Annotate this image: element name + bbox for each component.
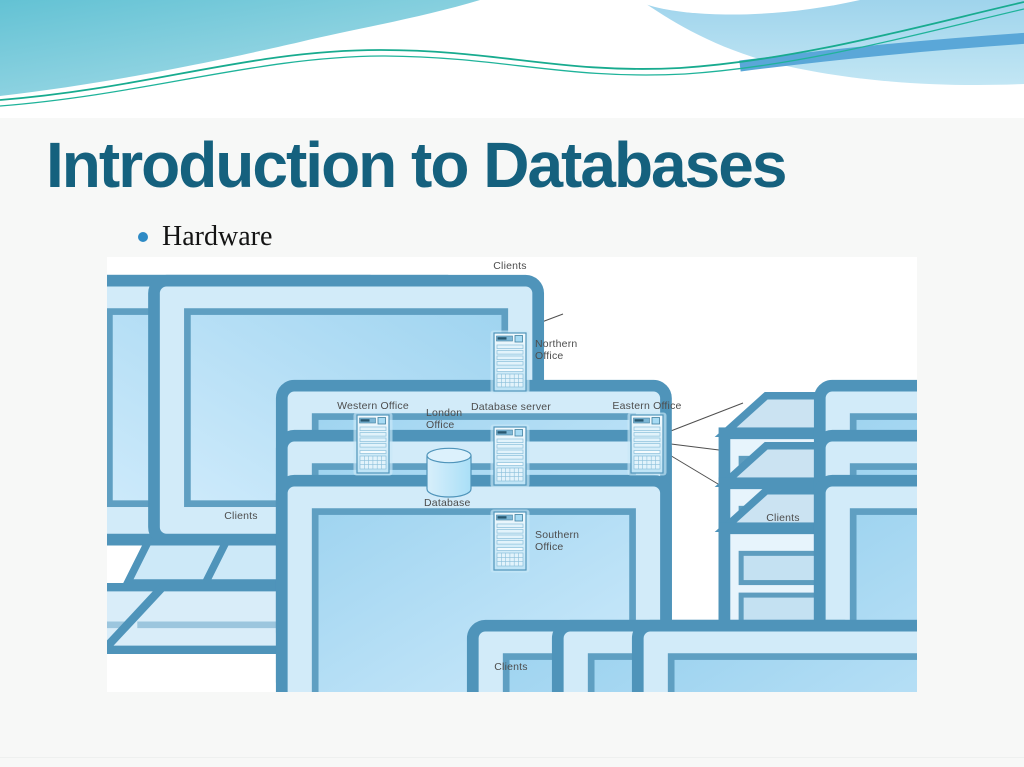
server-icon bbox=[490, 509, 530, 573]
western-office-node: Western Office bbox=[337, 400, 409, 476]
wave-teal-left bbox=[0, 0, 480, 96]
northern-office-label: Office bbox=[535, 350, 563, 362]
right-clients-cluster: Clients bbox=[766, 386, 917, 692]
database-server-label: Database server bbox=[471, 401, 551, 413]
wave-green-line-2 bbox=[0, 8, 1024, 107]
server-icon bbox=[490, 424, 530, 488]
database-cylinder-icon bbox=[426, 447, 472, 498]
southern-office-node: Southern Office bbox=[490, 509, 579, 573]
northern-office-node: Northern Office bbox=[490, 330, 577, 394]
wave-blue-right bbox=[640, 0, 1024, 86]
left-clients-cluster: Clients bbox=[224, 386, 900, 692]
london-office-node: Database server London Office Database bbox=[424, 401, 551, 509]
network-diagram: Clients Clients Clients Clients Northern… bbox=[107, 260, 917, 692]
server-icon bbox=[627, 412, 667, 476]
server-icon bbox=[490, 330, 530, 394]
wave-green-line-1 bbox=[0, 1, 1024, 101]
hardware-diagram-panel: Clients Clients Clients Clients Northern… bbox=[107, 257, 917, 692]
wave-white-wedge bbox=[630, 0, 860, 15]
western-office-label: Western Office bbox=[337, 400, 409, 412]
clients-left-label: Clients bbox=[224, 510, 258, 522]
london-office-label: Office bbox=[426, 419, 454, 431]
decorative-wave-header bbox=[0, 0, 1024, 118]
page-title: Introduction to Databases bbox=[46, 129, 787, 201]
top-clients-cluster: Clients bbox=[107, 260, 538, 654]
eastern-office-node: Eastern Office bbox=[612, 400, 681, 476]
database-label: Database bbox=[424, 497, 471, 509]
clients-bottom-label: Clients bbox=[494, 661, 528, 673]
clients-top-label: Clients bbox=[493, 260, 527, 272]
southern-office-label: Office bbox=[535, 541, 563, 553]
bullet-dot-icon bbox=[138, 232, 148, 242]
bottom-hairline bbox=[0, 757, 1024, 758]
northern-office-label: Northern bbox=[535, 338, 577, 350]
clients-right-label: Clients bbox=[766, 512, 800, 524]
bullet-item-hardware: Hardware bbox=[138, 221, 272, 253]
bullet-label: Hardware bbox=[162, 221, 273, 252]
bottom-clients-cluster: Clients bbox=[473, 626, 917, 692]
london-office-label: London bbox=[426, 407, 462, 419]
wave-dark-blue-band bbox=[739, 32, 1024, 72]
eastern-office-label: Eastern Office bbox=[612, 400, 681, 412]
southern-office-label: Southern bbox=[535, 529, 579, 541]
client-computer-icon bbox=[638, 626, 917, 692]
server-icon bbox=[353, 412, 393, 476]
